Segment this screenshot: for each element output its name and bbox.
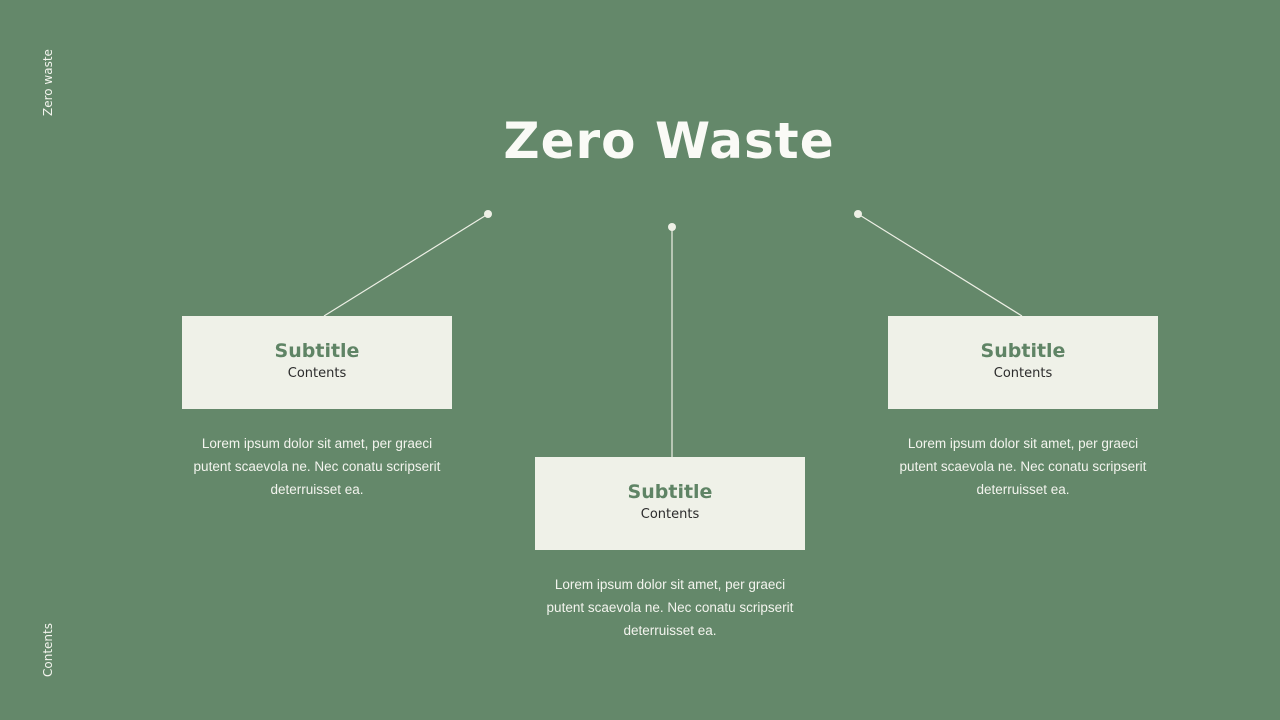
card-description-right: Lorem ipsum dolor sit amet, per graeci p…: [899, 436, 1147, 497]
card-subtitle: Subtitle: [627, 481, 713, 503]
card-left: Subtitle Contents: [182, 316, 452, 409]
card-description-center: Lorem ipsum dolor sit amet, per graeci p…: [546, 577, 794, 638]
card-subtitle: Subtitle: [980, 340, 1066, 362]
connector-line-right: [857, 213, 1023, 317]
card-center: Subtitle Contents: [535, 457, 805, 550]
card-contents: Contents: [640, 507, 700, 522]
connector-dot-left: [484, 210, 492, 218]
card-contents: Contents: [287, 366, 347, 381]
card-right: Subtitle Contents: [888, 316, 1158, 409]
connector-dot-right: [854, 210, 862, 218]
card-subtitle: Subtitle: [274, 340, 360, 362]
card-description-left: Lorem ipsum dolor sit amet, per graeci p…: [193, 436, 441, 497]
card-contents: Contents: [993, 366, 1053, 381]
connector-line-left: [323, 213, 489, 317]
connector-dot-center: [668, 223, 676, 231]
slide-title: Zero Waste: [503, 112, 835, 170]
